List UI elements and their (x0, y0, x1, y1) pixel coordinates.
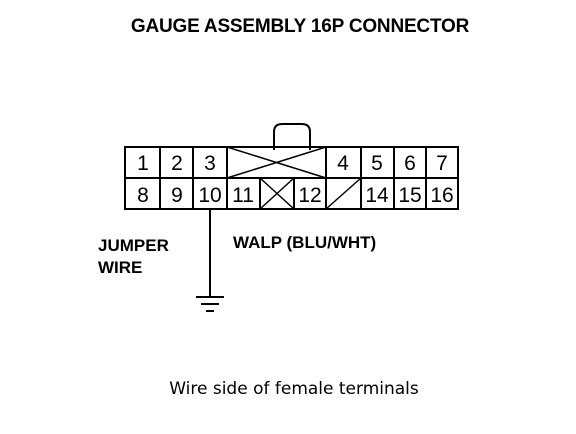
pin-label: 16 (430, 184, 453, 207)
pin-label: 10 (198, 184, 221, 207)
pin-label: 14 (365, 184, 389, 207)
pin-label: 9 (171, 184, 183, 207)
walp-wire-label: WALP (BLU/WHT) (233, 233, 377, 252)
pin-label: 11 (232, 184, 254, 207)
pin-label: 1 (137, 152, 149, 175)
pin-label: 7 (436, 152, 448, 175)
jumper-label-line1: JUMPER (98, 236, 169, 255)
diagram-title: GAUGE ASSEMBLY 16P CONNECTOR (130, 16, 470, 37)
unused-cavity-bottom-2 (325, 177, 362, 210)
connector-lock-tab (273, 123, 311, 150)
pin-label: 4 (337, 152, 349, 175)
ground-icon (196, 296, 224, 312)
pin-label: 15 (398, 184, 421, 207)
pin-label: 5 (371, 152, 383, 175)
pin-label: 8 (137, 184, 149, 207)
unused-cavity-top (226, 146, 327, 179)
pin-label: 2 (171, 152, 183, 175)
diagram-caption: Wire side of female terminals (169, 379, 419, 399)
unused-cavity-bottom-1 (259, 177, 295, 210)
pin-label: 6 (404, 152, 416, 175)
jumper-wire-label: JUMPER WIRE (98, 235, 169, 279)
pin-label: 12 (298, 184, 321, 207)
jumper-label-line2: WIRE (98, 258, 143, 277)
pin-label: 3 (204, 152, 216, 175)
